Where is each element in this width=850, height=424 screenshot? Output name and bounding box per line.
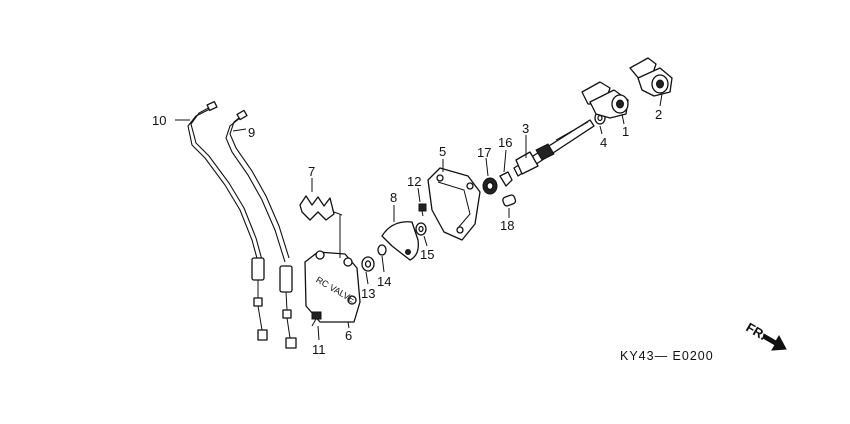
callout-4: 4	[600, 135, 607, 150]
bolt-part-12	[418, 203, 427, 217]
diagram-code: KY43— E0200	[620, 349, 714, 363]
callout-18: 18	[500, 218, 514, 233]
callout-7: 7	[308, 164, 315, 179]
callout-3: 3	[522, 121, 529, 136]
front-direction-indicator: FR.	[744, 320, 787, 351]
callout-16: 16	[498, 135, 512, 150]
callout-11: 11	[312, 342, 326, 357]
callout-2: 2	[655, 107, 662, 122]
callout-12: 12	[407, 174, 421, 189]
bracket-part-2	[629, 57, 673, 97]
throttle-cable-10	[187, 100, 268, 341]
leader-lines	[175, 93, 663, 341]
pin-part-18	[502, 194, 517, 207]
washer-part-15	[415, 222, 427, 236]
callout-17: 17	[477, 145, 491, 160]
throttle-cable-9	[225, 109, 297, 349]
callout-5: 5	[439, 144, 446, 159]
washer-part-14	[377, 244, 387, 256]
spring-part-7	[299, 195, 343, 221]
callout-labels: 1 2 3 4 5 6 7 8 9 10 11 12 13 14 15 16 1…	[152, 107, 662, 357]
bracket-part-1	[581, 81, 629, 119]
callout-15: 15	[420, 247, 434, 262]
nut-part-13	[361, 256, 375, 272]
callout-6: 6	[345, 328, 352, 343]
valve-part-8	[381, 221, 419, 261]
callout-9: 9	[248, 125, 255, 140]
housing-part-5	[427, 167, 481, 241]
callout-14: 14	[377, 274, 391, 289]
clip-part-16	[499, 171, 513, 187]
callout-13: 13	[361, 286, 375, 301]
callout-1: 1	[622, 124, 629, 139]
bolt-part-11	[311, 311, 322, 327]
shaft-part-3	[513, 119, 595, 177]
rc-valve-cover-part-6: RC VALVE	[304, 215, 361, 323]
front-arrow-icon	[762, 333, 787, 351]
bearing-part-17	[482, 177, 498, 195]
callout-10: 10	[152, 113, 166, 128]
callout-8: 8	[390, 190, 397, 205]
